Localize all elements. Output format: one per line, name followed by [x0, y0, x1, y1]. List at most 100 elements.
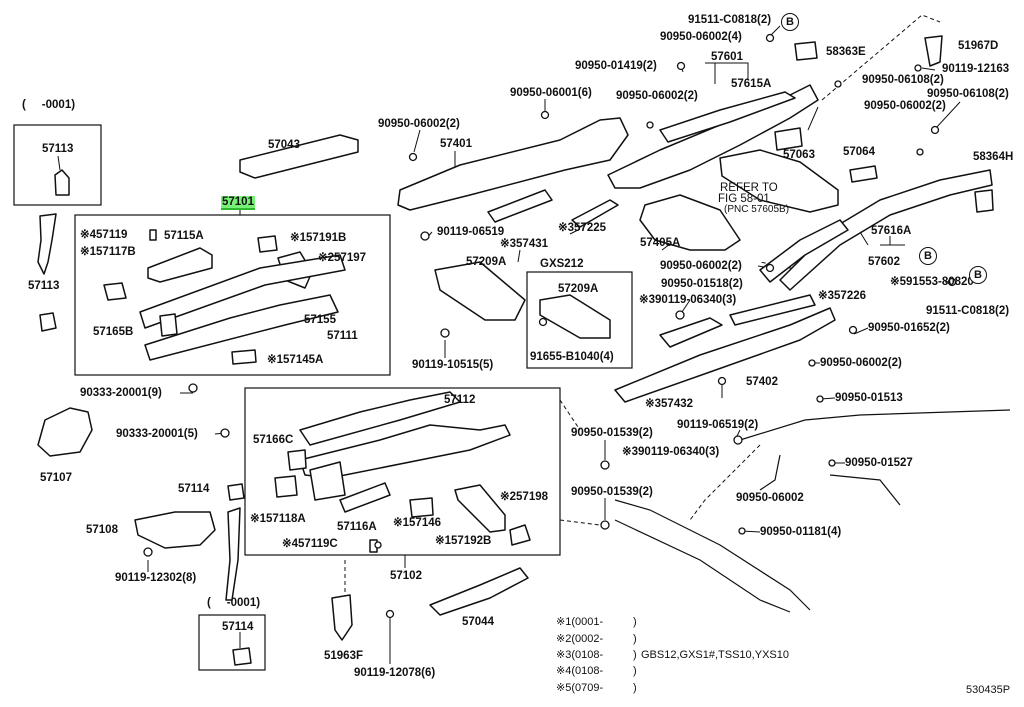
callout-57166C[interactable]: 57166C — [253, 434, 294, 446]
callout-90950-06002-e[interactable]: 90950-06002(2) — [820, 357, 902, 369]
callout-90950-06002-b[interactable]: 90950-06002(2) — [864, 100, 946, 112]
callout-57102[interactable]: 57102 — [390, 570, 422, 582]
callout-90950-01539-a[interactable]: 90950-01539(2) — [571, 427, 653, 439]
callout-57431[interactable]: ※357431 — [500, 238, 549, 250]
callout-57116A[interactable]: 57116A — [337, 521, 377, 533]
callout-90950-06001[interactable]: 90950-06001(6) — [510, 87, 592, 99]
callout-57198[interactable]: ※257198 — [500, 491, 549, 503]
part-57432-plate — [659, 317, 723, 348]
callout-58363E[interactable]: 58363E — [826, 46, 866, 58]
callout-90950-06002-c[interactable]: 90950-06002(2) — [616, 90, 698, 102]
callout-57119C[interactable]: ※457119C — [282, 538, 338, 550]
callout-90119-12078[interactable]: 90119-12078(6) — [354, 667, 436, 679]
callout-90950-01513[interactable]: 90950-01513 — [835, 392, 903, 404]
callout-91511-C0818-a[interactable]: 91511-C0818(2) — [688, 14, 772, 26]
part-57605B-assembly — [719, 149, 839, 213]
callout-57111[interactable]: 57111 — [327, 330, 358, 342]
callout-57064[interactable]: 57064 — [843, 146, 875, 158]
note-3-close: ) — [633, 649, 637, 661]
callout-57192B[interactable]: ※157192B — [435, 535, 492, 547]
callout-57191B[interactable]: ※157191B — [290, 232, 347, 244]
part-57165B-bracket — [159, 313, 178, 337]
callout-90950-01652[interactable]: 90950-01652(2) — [868, 322, 950, 334]
callout-90950-06108-b[interactable]: 90950-06108(2) — [927, 88, 1009, 100]
callout-51963F[interactable]: 51963F — [324, 650, 364, 662]
callout-90119-06340-b[interactable]: ※390119-06340(3) — [622, 446, 720, 458]
callout-90119-10515[interactable]: 90119-10515(5) — [412, 359, 494, 371]
part-57116A-plate — [339, 482, 391, 513]
note-2-code: ※2(0002- — [556, 633, 604, 645]
callout-57114[interactable]: 57114 — [178, 483, 210, 495]
callout-58364H[interactable]: 58364H — [973, 151, 1014, 163]
callout-57145A[interactable]: ※157145A — [267, 354, 324, 366]
part-57113-bracket — [54, 169, 70, 196]
part-57043-member — [239, 134, 359, 179]
callout-90333-20001-9[interactable]: 90333-20001(9) — [80, 387, 162, 399]
callout-90950-06108-a[interactable]: 90950-06108(2) — [862, 74, 944, 86]
callout-57113-variant[interactable]: 57113 — [42, 143, 74, 155]
callout-57197[interactable]: ※257197 — [318, 252, 367, 264]
callout-90119-12163[interactable]: 90119-12163 — [942, 63, 1010, 75]
callout-57209A-gxs[interactable]: 57209A — [558, 283, 599, 295]
callout-57043[interactable]: 57043 — [268, 139, 300, 151]
part-57198-gusset — [454, 484, 506, 533]
callout-57063[interactable]: 57063 — [783, 149, 815, 161]
callout-57113[interactable]: 57113 — [28, 280, 60, 292]
callout-57155[interactable]: 57155 — [304, 314, 336, 326]
callout-57119[interactable]: ※457119 — [80, 229, 128, 241]
part-57064-plate — [849, 165, 878, 183]
callout-57602[interactable]: 57602 — [868, 256, 900, 268]
callout-57108[interactable]: 57108 — [86, 524, 118, 536]
part-57402-member — [614, 307, 836, 403]
callout-57209A[interactable]: 57209A — [466, 256, 507, 268]
note-5-close: ) — [633, 682, 637, 694]
callout-57226[interactable]: ※357226 — [818, 290, 867, 302]
callout-57101-highlighted[interactable]: 57101 — [221, 196, 255, 210]
callout-57616A[interactable]: 57616A — [871, 225, 912, 237]
callout-91511-C0818-b[interactable]: 91511-C0818(2) — [926, 305, 1010, 317]
callout-90950-06002-4[interactable]: 90950-06002(4) — [660, 31, 742, 43]
refer-to-pnc: (PNC 57605B) — [724, 204, 790, 215]
refer-to-figure[interactable]: FIG 58-01 — [718, 193, 770, 205]
frame-57102-group — [244, 387, 561, 556]
callout-90333-20001-5[interactable]: 90333-20001(5) — [116, 428, 198, 440]
callout-57165B[interactable]: 57165B — [93, 326, 134, 338]
callout-90950-01527[interactable]: 90950-01527 — [845, 457, 913, 469]
callout-90119-12302[interactable]: 90119-12302(8) — [115, 572, 197, 584]
callout-90950-01181[interactable]: 90950-01181(4) — [760, 526, 842, 538]
callout-57118A[interactable]: ※157118A — [250, 513, 306, 525]
note-4-close: ) — [633, 665, 637, 677]
callout-57601[interactable]: 57601 — [711, 51, 743, 63]
callout-90950-06002-f[interactable]: 90950-06002 — [736, 492, 804, 504]
callout-57432[interactable]: ※357432 — [645, 398, 694, 410]
callout-57225[interactable]: ※357225 — [558, 222, 607, 234]
callout-90950-06002-d[interactable]: 90950-06002(2) — [660, 260, 742, 272]
callout-91655-B1040[interactable]: 91655-B1040(4) — [530, 351, 614, 363]
callout-57402[interactable]: 57402 — [746, 376, 778, 388]
connector-marker-b: B — [969, 266, 987, 284]
callout-90119-06340-a[interactable]: ※390119-06340(3) — [639, 294, 737, 306]
callout-57146[interactable]: ※157146 — [393, 517, 442, 529]
callout-57114-variant[interactable]: 57114 — [222, 621, 254, 633]
callout-57112[interactable]: 57112 — [444, 394, 476, 406]
callout-51967D[interactable]: 51967D — [958, 40, 999, 52]
callout-90950-01419[interactable]: 90950-01419(2) — [575, 60, 657, 72]
callout-57401[interactable]: 57401 — [440, 138, 472, 150]
part-57117B-clip — [103, 282, 127, 301]
callout-90119-06519[interactable]: 90119-06519 — [437, 226, 505, 238]
callout-57405A[interactable]: 57405A — [640, 237, 681, 249]
frame-57114-variant — [198, 614, 266, 671]
fasteners — [143, 33, 957, 619]
callout-90119-06519-2[interactable]: 90119-06519(2) — [677, 419, 759, 431]
callout-57107[interactable]: 57107 — [40, 472, 72, 484]
callout-91553-80820[interactable]: ※591553-80820 — [890, 276, 974, 288]
callout-90950-01539-b[interactable]: 90950-01539(2) — [571, 486, 653, 498]
callout-57115A[interactable]: 57115A — [164, 230, 204, 242]
callout-90950-01518[interactable]: 90950-01518(2) — [661, 278, 743, 290]
callout-57117B[interactable]: ※157117B — [80, 246, 136, 258]
callout-57044[interactable]: 57044 — [462, 616, 494, 628]
part-57102-bracket — [309, 461, 346, 501]
callout-57615A[interactable]: 57615A — [731, 78, 772, 90]
callout-90950-06002-a[interactable]: 90950-06002(2) — [378, 118, 460, 130]
part-57146-plate — [409, 497, 434, 518]
